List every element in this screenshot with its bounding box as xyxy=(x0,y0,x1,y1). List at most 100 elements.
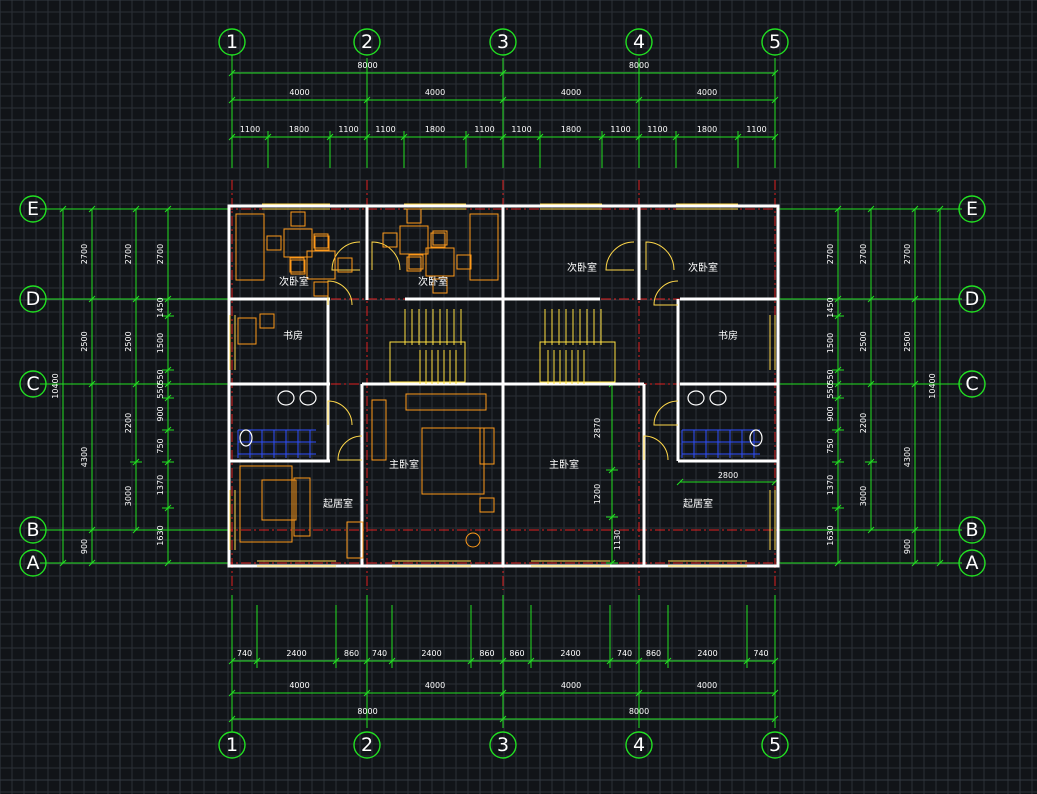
table xyxy=(425,247,455,277)
dim-tick xyxy=(164,366,172,374)
axis-bubble-left-label: B xyxy=(26,519,39,541)
axis-bubble-bottom-circle xyxy=(489,731,517,759)
dimension-text: 1200 xyxy=(593,484,602,504)
dimension-text: 740 xyxy=(753,649,768,658)
chair xyxy=(290,211,306,227)
chair xyxy=(289,257,305,273)
dimension-text: 1130 xyxy=(613,530,622,550)
axis-bubble-right-label: A xyxy=(966,552,979,574)
dimension-text: 4000 xyxy=(289,88,309,97)
desk xyxy=(237,317,257,345)
sofa xyxy=(239,465,293,543)
dimension-text: 1100 xyxy=(338,125,358,134)
door-swing xyxy=(327,280,353,306)
dimension-text: 2500 xyxy=(859,331,868,351)
axis-bubble-right-circle xyxy=(958,285,986,313)
room-label-bedroom2-d: 次卧室 xyxy=(688,261,718,274)
dim-tick xyxy=(867,458,875,466)
dimension-text: 740 xyxy=(237,649,252,658)
axis-bubble-bottom-label: 2 xyxy=(361,734,373,756)
dimension-text: 1450 xyxy=(156,297,165,317)
dimension-text: 2400 xyxy=(560,649,580,658)
dim-tick xyxy=(834,426,842,434)
dimension-text: 2400 xyxy=(697,649,717,658)
axis-bubble-right-label: B xyxy=(965,519,978,541)
dimension-text: 550 xyxy=(826,383,835,398)
axis-bubble-left-label: A xyxy=(27,552,40,574)
nightstand xyxy=(479,497,495,513)
axis-bubble-left-label: D xyxy=(26,288,41,310)
chair xyxy=(382,232,398,248)
dim-tick xyxy=(164,458,172,466)
dim-tick xyxy=(608,513,616,521)
dimension-text: 1100 xyxy=(647,125,667,134)
dimension-text: 1370 xyxy=(156,475,165,495)
axis-bubble-left-circle xyxy=(19,549,47,577)
chair xyxy=(266,235,282,251)
dimension-text: 860 xyxy=(344,649,359,658)
door-swing xyxy=(653,400,679,426)
nightstand xyxy=(479,427,495,465)
door-swing xyxy=(327,400,353,426)
dimension-text: 1100 xyxy=(610,125,630,134)
room-label-bedroom2-a: 次卧室 xyxy=(279,275,309,288)
dimension-text: 1100 xyxy=(746,125,766,134)
dimension-text: 8000 xyxy=(629,61,649,70)
axis-bubble-bottom-label: 1 xyxy=(226,734,238,756)
axis-bubble-right-circle xyxy=(958,370,986,398)
chair xyxy=(313,233,329,249)
axis-bubble-right-label: E xyxy=(966,198,978,220)
dim-tick xyxy=(834,366,842,374)
room-label-study-right: 书房 xyxy=(718,329,738,342)
master-bed xyxy=(421,427,485,495)
dimension-text: 8000 xyxy=(357,61,377,70)
cabinet xyxy=(346,521,364,559)
dimension-text: 2700 xyxy=(903,244,912,264)
axis-bubble-top-circle xyxy=(625,28,653,56)
dimension-text: 2700 xyxy=(124,244,133,264)
sink xyxy=(299,390,317,406)
dimension-text: 2500 xyxy=(903,331,912,351)
room-label-bedroom2-c: 次卧室 xyxy=(567,261,597,274)
dimension-text: 1100 xyxy=(375,125,395,134)
axis-bubble-bottom-label: 5 xyxy=(769,734,781,756)
room-label-living-left: 起居室 xyxy=(323,497,353,510)
dimension-text: 2400 xyxy=(421,649,441,658)
chair xyxy=(259,313,275,329)
dimension-text: 4000 xyxy=(561,88,581,97)
dimension-text: 4000 xyxy=(697,88,717,97)
dim-tick xyxy=(164,394,172,402)
door-swing xyxy=(645,241,675,271)
plant xyxy=(465,532,481,548)
dim-tick xyxy=(834,394,842,402)
dimension-text: 2700 xyxy=(80,244,89,264)
axis-bubble-left-label: C xyxy=(26,373,39,395)
dimension-text: 1800 xyxy=(425,125,445,134)
dimension-text: 900 xyxy=(156,406,165,421)
axis-bubble-top-circle xyxy=(761,28,789,56)
chair xyxy=(290,259,306,275)
coffee-table xyxy=(261,479,297,521)
dimension-lines xyxy=(40,55,962,732)
dimension-text: 2500 xyxy=(124,331,133,351)
axis-bubble-bottom-circle xyxy=(625,731,653,759)
dimension-text: 860 xyxy=(479,649,494,658)
dimension-text: 4000 xyxy=(425,88,445,97)
stair-landing xyxy=(389,341,466,383)
dimension-text: 550 xyxy=(156,383,165,398)
dim-tick xyxy=(164,504,172,512)
axis-bubble-top-circle xyxy=(489,28,517,56)
room-labels: 次卧室次卧室次卧室次卧室书房书房主卧室主卧室起居室起居室 xyxy=(279,261,738,510)
dimension-text: 1100 xyxy=(240,125,260,134)
dimension-text: 550 xyxy=(156,369,165,384)
bed xyxy=(469,213,499,281)
dimension-text: 740 xyxy=(372,649,387,658)
tv-cabinet xyxy=(293,477,311,537)
chair xyxy=(406,256,422,272)
dimension-text: 3000 xyxy=(124,486,133,506)
room-label-bedroom2-b: 次卧室 xyxy=(418,275,448,288)
